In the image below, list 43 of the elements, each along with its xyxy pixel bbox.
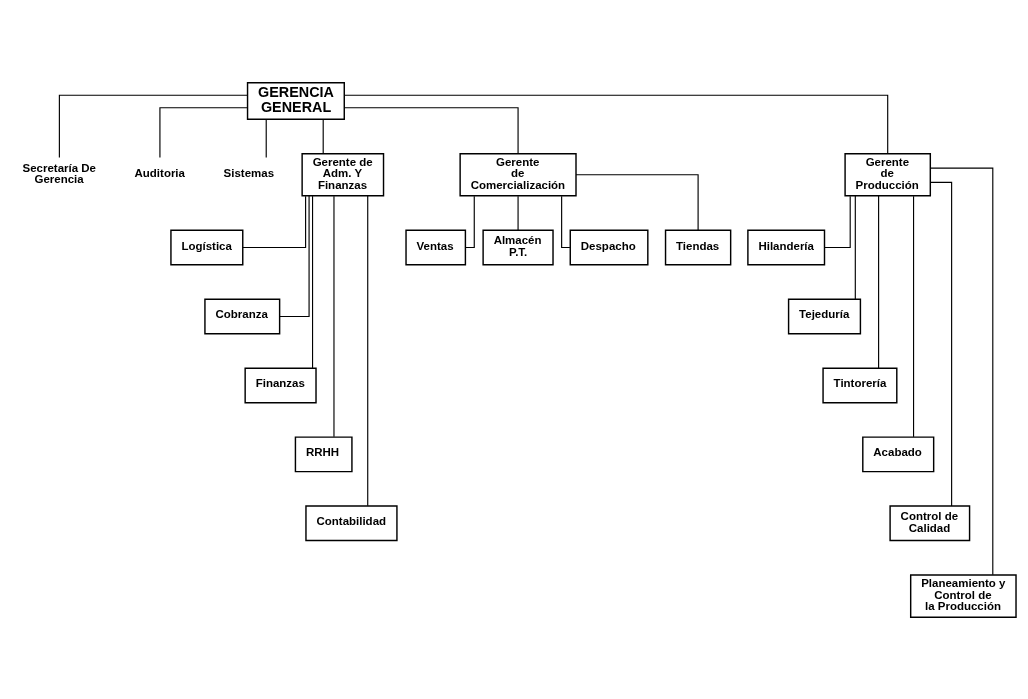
connector (465, 195, 475, 248)
node-box: Gerente de Producción (844, 152, 932, 197)
node-box: Acabado (862, 435, 935, 472)
connector (823, 195, 851, 248)
node-box: Logística (170, 229, 244, 265)
node-box: Hilandería (747, 229, 826, 265)
node-box: Tejeduría (787, 298, 862, 334)
connector (929, 181, 953, 507)
connector (343, 94, 889, 154)
connector (343, 106, 519, 154)
node-box: Tintorería (822, 366, 898, 403)
node-box: Gerente de Adm. Y Finanzas (301, 152, 385, 197)
connector (58, 94, 249, 158)
connector (279, 194, 310, 317)
node-text: Sistemas (223, 166, 275, 179)
connector (367, 194, 369, 506)
node-box: Control de Calidad (889, 504, 971, 541)
connector (854, 194, 856, 300)
node-box: GERENCIA GENERAL (246, 81, 345, 120)
connector (242, 195, 307, 248)
connector (878, 195, 880, 368)
node-box: Despacho (569, 229, 649, 265)
node-box: Ventas (405, 229, 467, 265)
connector (561, 195, 571, 248)
node-box: RRHH (294, 435, 353, 472)
connector (159, 106, 248, 158)
connector (913, 195, 915, 437)
node-box: Planeamiento y Control de la Producción (909, 573, 1017, 618)
node-box: Contabilidad (305, 504, 398, 541)
node-box: Tiendas (664, 229, 732, 265)
connector (265, 118, 267, 158)
connector (575, 173, 699, 231)
node-box: Gerente de Comercialización (459, 152, 577, 197)
node-box: Cobranza (204, 298, 281, 334)
connector (517, 195, 519, 230)
connector (322, 118, 324, 154)
node-box: Almacén P.T. (482, 229, 554, 265)
node-box: Finanzas (244, 366, 317, 403)
connector (311, 195, 314, 368)
connector (333, 195, 335, 437)
node-text: Secretaría De Gerencia (22, 161, 96, 185)
node-text: Auditoria (134, 166, 185, 179)
connector (929, 167, 994, 575)
